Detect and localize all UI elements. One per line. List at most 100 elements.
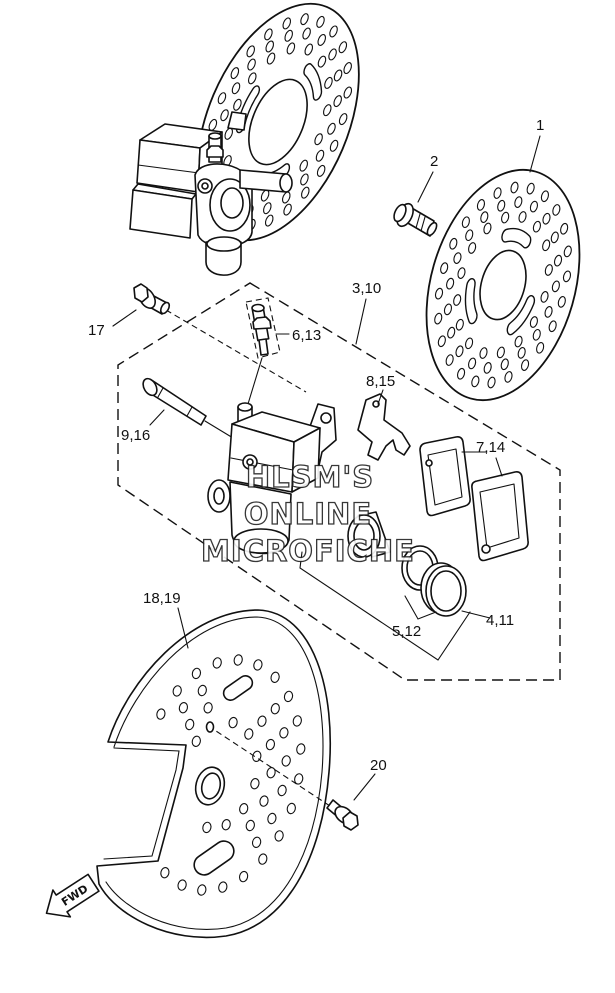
disc-hole [232, 98, 242, 111]
callout-disc-bolt: 2 [430, 153, 438, 170]
leader-seal [404, 595, 437, 620]
disc-hole [500, 211, 509, 223]
disc-slot [501, 225, 533, 248]
disc-cover-hole [239, 803, 249, 815]
watermark-line-2: ONLINE [244, 497, 372, 531]
disc-hole [445, 278, 454, 290]
disc-hole [496, 346, 505, 358]
disc-hole [476, 199, 485, 211]
disc-cover-hole [244, 728, 254, 740]
disc-hole [465, 229, 474, 241]
callout-pad-spring: 8,15 [366, 373, 395, 390]
disc-hole [299, 13, 309, 26]
disc-cover-hole [185, 718, 195, 731]
disc-hole [557, 296, 566, 308]
disc-hole [559, 223, 568, 235]
disc-hole [316, 164, 326, 177]
leader-piston-seal [461, 610, 491, 619]
disc-hole [300, 186, 310, 199]
disc-cover-hole [253, 659, 263, 671]
watermark: HLSM'S ONLINE MICROFICHE [200, 459, 414, 568]
caliper-groove [137, 164, 200, 174]
disc-cover-hole [267, 812, 277, 825]
disc-hole [514, 335, 523, 347]
caliper-slide-pin [239, 169, 287, 193]
disc-hole [550, 231, 559, 243]
disc-hole [535, 342, 544, 354]
disc-cover-hole [156, 708, 166, 720]
caliper-body-groove [230, 457, 294, 471]
callout-brake-pads: 7,14 [476, 439, 505, 456]
pad-spring-hole [372, 400, 380, 408]
disc-hole [445, 354, 454, 366]
disc-hole [281, 191, 291, 204]
leader-pad-spring [377, 389, 384, 405]
disc-hole [518, 211, 527, 223]
disc-cover-holes [156, 654, 306, 896]
disc-hole [452, 294, 461, 306]
bleed-screw-tip [258, 338, 269, 356]
caliper-bleed-boss-top [237, 402, 253, 412]
piston-group-outline [299, 551, 471, 661]
callout-labels: 1 2 3,10 17 6,13 8,15 9,16 7,14 5,12 4,1… [88, 117, 544, 774]
callout-seal: 5,12 [392, 623, 421, 640]
disc-hole [245, 45, 255, 58]
bleed-nipple-top [208, 132, 222, 140]
disc-cover-hole [160, 867, 170, 879]
bleed-screw-axis [247, 357, 263, 405]
disc-hole [327, 48, 337, 61]
disc-cover-notch-rim [103, 747, 180, 860]
disc-cover-hole [292, 715, 302, 727]
disc-hole [461, 216, 470, 228]
disc-hub-hole [237, 71, 319, 174]
disc-hole [263, 28, 273, 41]
disc-hole [247, 72, 257, 85]
brake-pads [419, 436, 529, 562]
caliper-assembly-outline [117, 282, 561, 681]
disc-hole [540, 190, 549, 202]
disc-cover-hole [245, 819, 255, 832]
disc-hole [323, 76, 333, 89]
disc-cover-hole [233, 654, 243, 666]
disc-slot [295, 63, 330, 102]
caliper-boss-inner [220, 187, 244, 219]
piston-seal [420, 562, 467, 617]
brake-pad-outer-lining [479, 483, 520, 549]
callout-disc-cover: 18,19 [143, 590, 181, 607]
disc-hole [467, 357, 476, 369]
cover-bolt [326, 799, 359, 831]
disc-cover-hole [202, 821, 212, 834]
disc-hole [317, 55, 327, 68]
disc-bolt [393, 202, 438, 237]
disc-hole [434, 288, 443, 300]
disc-hole [532, 221, 541, 233]
disc-cover-hole [221, 819, 231, 831]
disc-hole [332, 95, 342, 108]
disc-hole [437, 335, 446, 347]
disc-cover-hole [172, 685, 182, 697]
caliper-bolt [133, 283, 171, 315]
disc-cover-hole [286, 802, 296, 815]
watermark-line-1: HLSM'S [246, 460, 374, 494]
disc-cover-hole [270, 703, 280, 715]
bleed-screw-hex [252, 316, 272, 330]
disc-hole [529, 200, 538, 212]
disc-hole [315, 149, 325, 162]
disc-hole [548, 320, 557, 332]
disc-hole [447, 327, 456, 339]
disc-cover-hole [259, 795, 269, 807]
disc-hole [544, 264, 553, 276]
disc-hole [483, 362, 492, 374]
piston-seal-inner [430, 570, 462, 612]
disc-hole [551, 280, 560, 292]
disc-cover-hole [279, 727, 289, 739]
disc-cover-hole [251, 836, 262, 848]
leader-disc-cover [177, 607, 189, 649]
caliper-bolt-tip [159, 301, 171, 315]
disc-cover-hub-inner [200, 772, 222, 800]
brake-pad-inner-hole [425, 459, 433, 467]
forward-arrow-shape [45, 873, 100, 918]
cover-bolt-axis [212, 728, 331, 807]
